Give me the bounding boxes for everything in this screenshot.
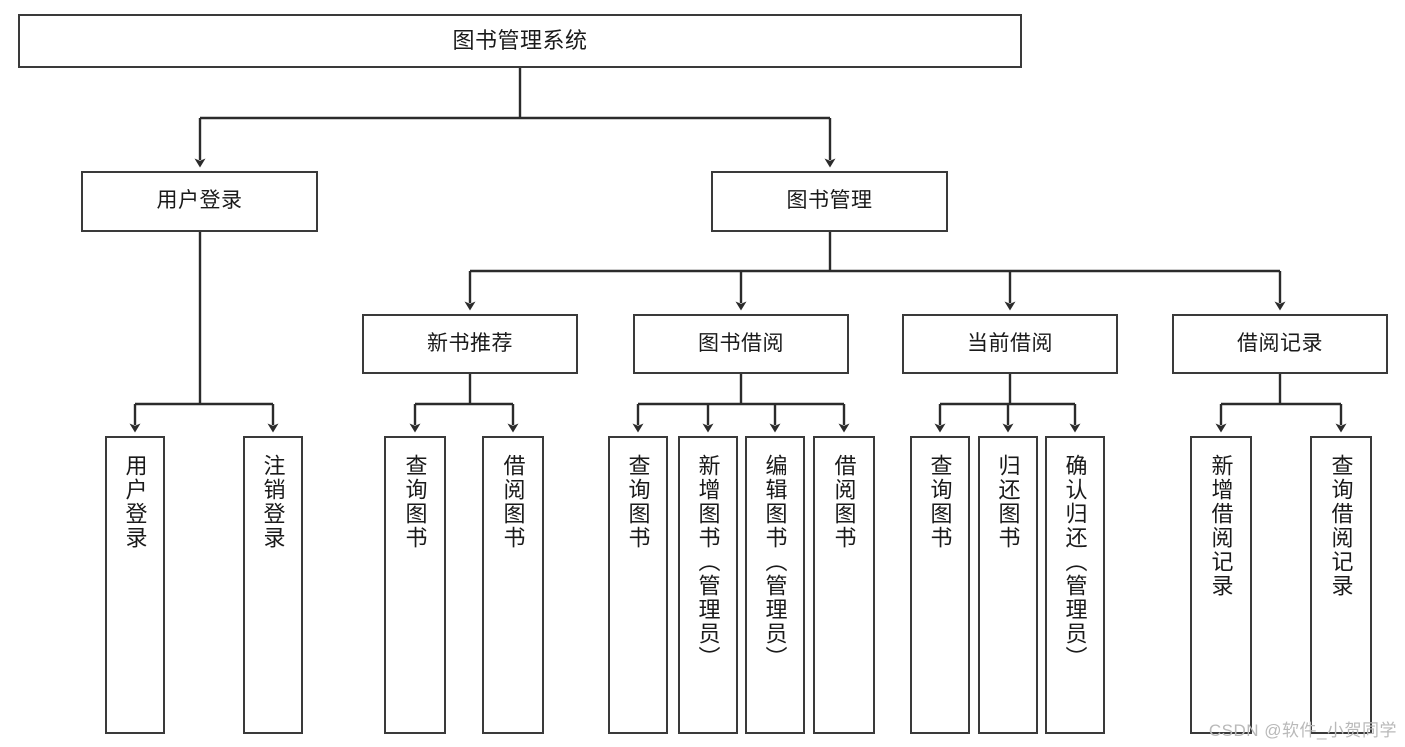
node-leaf-bb-edit[interactable]: 编辑图书（管理员） [745,436,805,734]
node-leaf-br-add[interactable]: 新增借阅记录 [1190,436,1252,734]
node-label: 用户登录 [156,189,243,213]
node-leaf-bb-add[interactable]: 新增图书（管理员） [678,436,738,734]
node-book-borrow[interactable]: 图书借阅 [633,314,849,374]
node-label: 新增借阅记录 [1208,454,1234,598]
node-label: 借阅图书 [831,454,857,550]
node-leaf-bb-borrow[interactable]: 借阅图书 [813,436,875,734]
node-label: 借阅图书 [500,454,526,550]
node-leaf-user-logout[interactable]: 注销登录 [243,436,303,734]
node-book-manage[interactable]: 图书管理 [711,171,948,232]
node-label: 新书推荐 [427,331,513,355]
node-label: 新增图书（管理员） [695,454,721,670]
node-leaf-user-login[interactable]: 用户登录 [105,436,165,734]
node-label: 确认归还（管理员） [1062,454,1088,670]
node-label: 查询图书 [402,454,428,550]
node-current-borrow[interactable]: 当前借阅 [902,314,1118,374]
node-borrow-record[interactable]: 借阅记录 [1172,314,1388,374]
node-leaf-cb-return[interactable]: 归还图书 [978,436,1038,734]
node-label: 图书管理系统 [452,28,588,54]
node-leaf-br-query[interactable]: 查询借阅记录 [1310,436,1372,734]
node-leaf-nbr-query[interactable]: 查询图书 [384,436,446,734]
node-label: 注销登录 [260,454,286,550]
node-label: 查询图书 [927,454,953,550]
node-label: 用户登录 [122,454,148,550]
node-label: 借阅记录 [1237,331,1323,355]
node-user-login[interactable]: 用户登录 [81,171,318,232]
node-leaf-cb-confirm[interactable]: 确认归还（管理员） [1045,436,1105,734]
node-root[interactable]: 图书管理系统 [18,14,1022,68]
node-label: 当前借阅 [967,331,1053,355]
node-label: 归还图书 [995,454,1021,550]
node-label: 查询图书 [625,454,651,550]
node-new-book-rec[interactable]: 新书推荐 [362,314,578,374]
node-label: 编辑图书（管理员） [762,454,788,670]
node-leaf-nbr-borrow[interactable]: 借阅图书 [482,436,544,734]
node-label: 查询借阅记录 [1328,454,1354,598]
node-leaf-bb-query[interactable]: 查询图书 [608,436,668,734]
node-label: 图书管理 [786,189,873,213]
node-leaf-cb-query[interactable]: 查询图书 [910,436,970,734]
node-label: 图书借阅 [698,331,784,355]
